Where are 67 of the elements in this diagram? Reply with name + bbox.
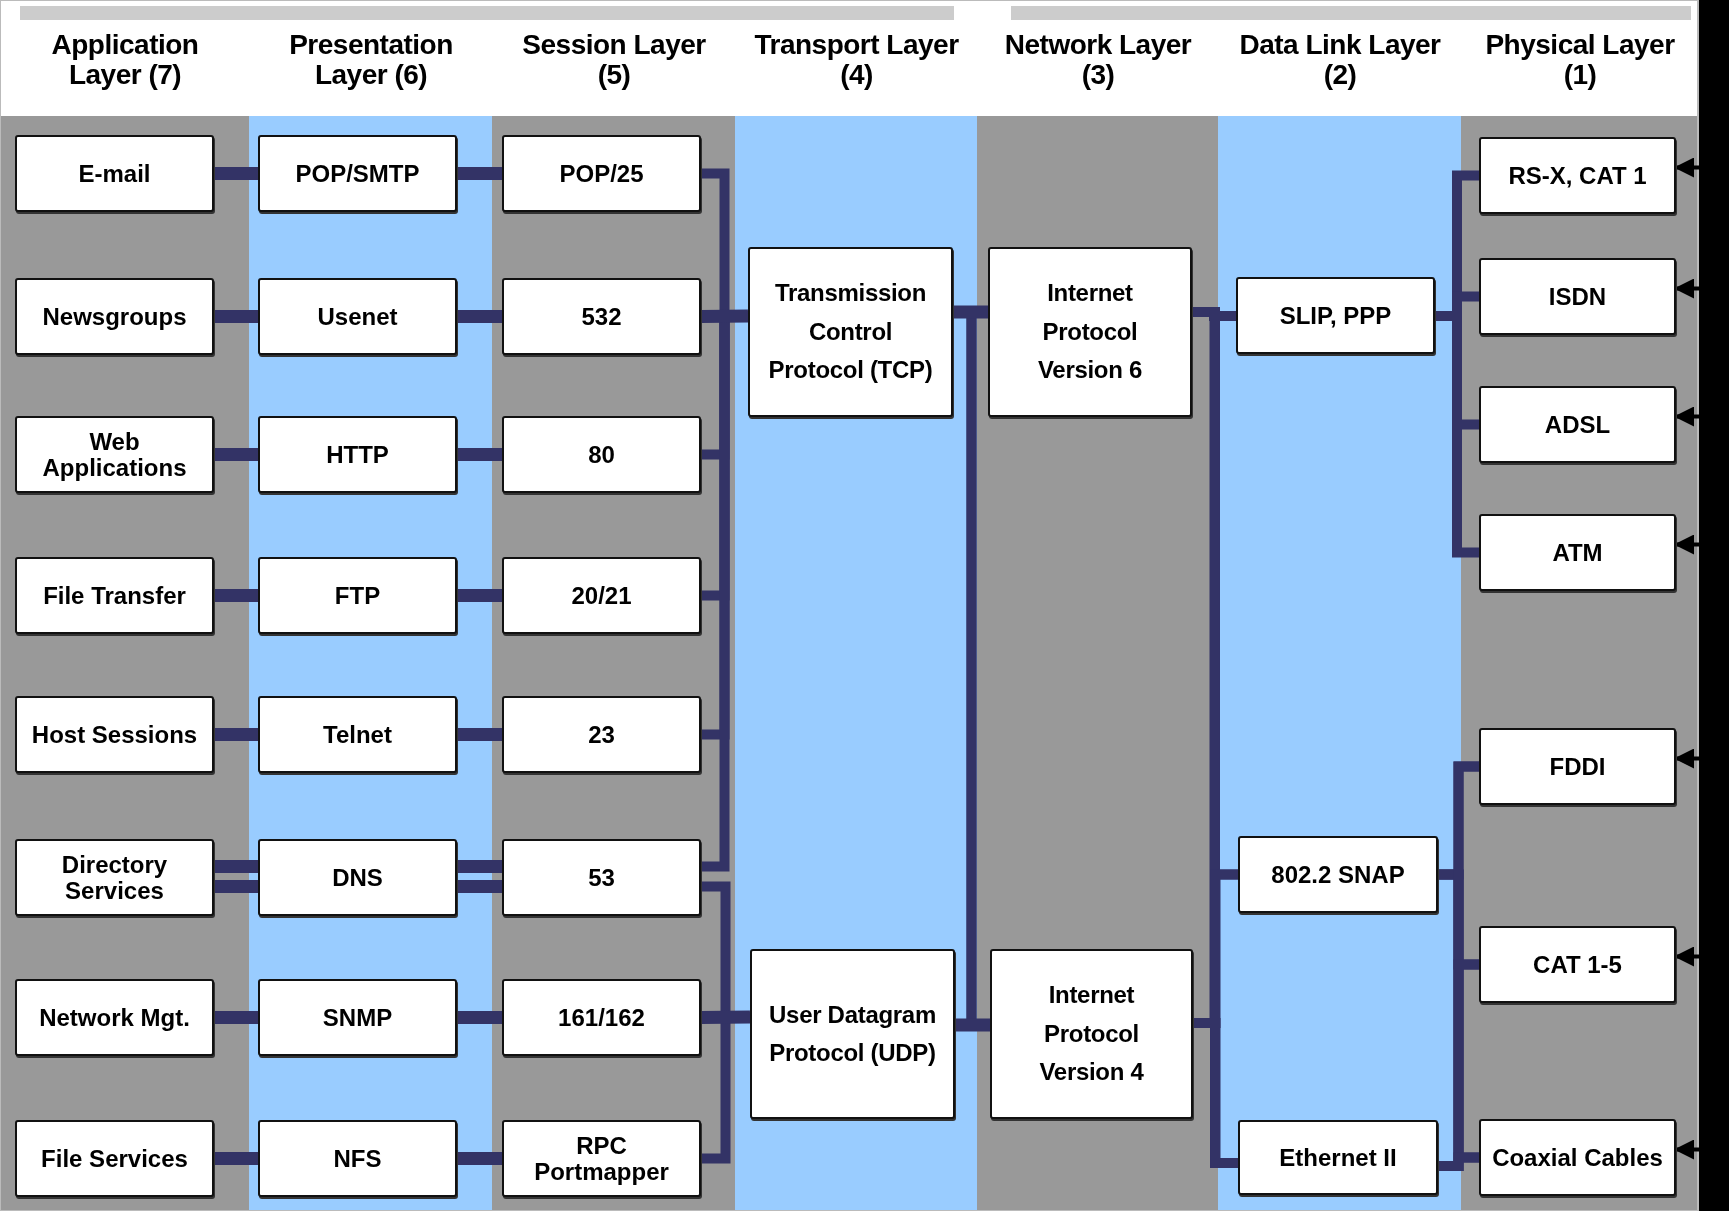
connector-line: [214, 728, 258, 741]
protocol-box: 80: [502, 416, 701, 493]
layer-heading: Network Layer (3): [1003, 30, 1193, 91]
protocol-box: E-mail: [15, 135, 214, 212]
protocol-box: Usenet: [258, 278, 457, 355]
connector-line: [214, 860, 258, 873]
protocol-box: Internet Protocol Version 6: [988, 247, 1192, 417]
connector-line: [214, 167, 258, 180]
layer-heading: Transport Layer (4): [754, 30, 959, 91]
connector-line: [214, 589, 258, 602]
protocol-box: Transmission Control Protocol (TCP): [748, 247, 953, 417]
protocol-box: Network Mgt.: [15, 979, 214, 1056]
protocol-box: Coaxial Cables: [1479, 1119, 1676, 1196]
protocol-box: RS-X, CAT 1: [1479, 137, 1676, 214]
protocol-box: SNMP: [258, 979, 457, 1056]
connector-line: [214, 880, 258, 893]
layer-heading: Data Link Layer (2): [1238, 30, 1442, 91]
protocol-box: Ethernet II: [1238, 1120, 1438, 1195]
protocol-box: CAT 1-5: [1479, 926, 1676, 1003]
protocol-box: POP/SMTP: [258, 135, 457, 212]
protocol-box: File Services: [15, 1120, 214, 1197]
protocol-box: RPC Portmapper: [502, 1120, 701, 1197]
connector-line: [457, 448, 502, 461]
connector-line: [955, 1018, 990, 1032]
connector-line: [953, 305, 988, 319]
protocol-box: Telnet: [258, 696, 457, 773]
protocol-box: 532: [502, 278, 701, 355]
connector-line: [457, 880, 502, 893]
protocol-box: Host Sessions: [15, 696, 214, 773]
connector-line: [214, 448, 258, 461]
connector-line: [700, 309, 749, 323]
protocol-box: ISDN: [1479, 258, 1676, 335]
connector-line: [214, 310, 258, 323]
protocol-box: File Transfer: [15, 557, 214, 634]
protocol-box: Internet Protocol Version 4: [990, 949, 1193, 1119]
protocol-box: User Datagram Protocol (UDP): [750, 949, 955, 1119]
protocol-box: Directory Services: [15, 839, 214, 916]
connector-line: [457, 728, 502, 741]
protocol-box: FTP: [258, 557, 457, 634]
protocol-box: Newsgroups: [15, 278, 214, 355]
connector-line: [457, 1152, 502, 1165]
layer-heading: Application Layer (7): [50, 30, 200, 91]
connector-line: [214, 1152, 258, 1165]
protocol-box: HTTP: [258, 416, 457, 493]
connector-line: [214, 1011, 258, 1024]
protocol-box: NFS: [258, 1120, 457, 1197]
protocol-box: ADSL: [1479, 386, 1676, 463]
protocol-box: POP/25: [502, 135, 701, 212]
protocol-box: DNS: [258, 839, 457, 916]
protocol-box: 802.2 SNAP: [1238, 836, 1438, 913]
connector-line: [700, 1010, 751, 1024]
connector-line: [457, 1011, 502, 1024]
layer-heading: Presentation Layer (6): [288, 30, 454, 91]
protocol-box: FDDI: [1479, 728, 1676, 805]
protocol-box: 161/162: [502, 979, 701, 1056]
protocol-box: 23: [502, 696, 701, 773]
protocol-box: SLIP, PPP: [1236, 277, 1435, 354]
connector-line: [457, 589, 502, 602]
connector-line: [457, 167, 502, 180]
protocol-box: 53: [502, 839, 701, 916]
protocol-box: 20/21: [502, 557, 701, 634]
protocol-box: ATM: [1479, 514, 1676, 591]
connector-line: [457, 310, 502, 323]
layer-heading: Session Layer (5): [521, 30, 707, 91]
layer-heading: Physical Layer (1): [1484, 30, 1676, 91]
connector-line: [457, 860, 502, 873]
protocol-box: Web Applications: [15, 416, 214, 493]
